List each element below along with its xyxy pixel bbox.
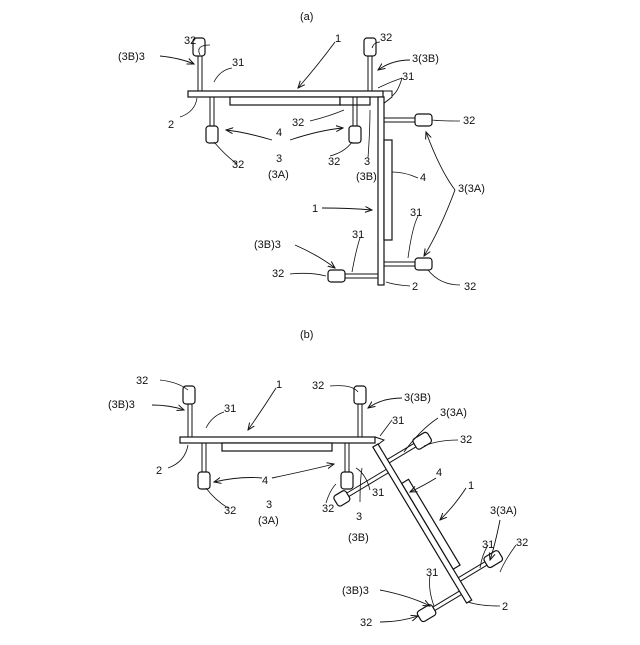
label-31: 31 bbox=[426, 567, 438, 579]
caster-32 bbox=[415, 114, 432, 126]
label-3b-right: 3(3B) bbox=[412, 53, 439, 65]
label-32: 32 bbox=[360, 617, 372, 629]
label-3b-right: 3(3B) bbox=[404, 392, 431, 404]
label-32: 32 bbox=[463, 115, 475, 127]
label-32: 32 bbox=[292, 117, 304, 129]
panel-b: (b) bbox=[108, 329, 528, 634]
label-31: 31 bbox=[392, 415, 404, 427]
base-plate bbox=[180, 437, 375, 443]
label-1: 1 bbox=[335, 33, 341, 45]
label-2: 2 bbox=[412, 281, 418, 293]
label-3: 3 bbox=[276, 153, 282, 165]
panel-member-4-end bbox=[340, 97, 370, 105]
label-3a: (3A) bbox=[258, 515, 279, 527]
caster-32 bbox=[354, 386, 366, 404]
label-3: 3 bbox=[356, 511, 362, 523]
label-32: 32 bbox=[516, 537, 528, 549]
label-32: 32 bbox=[224, 505, 236, 517]
label-3: 3 bbox=[364, 156, 370, 168]
label-32: 32 bbox=[232, 159, 244, 171]
panel-member-4-angled bbox=[402, 479, 460, 569]
label-3: 3 bbox=[266, 499, 272, 511]
panel-member-4-vertical bbox=[384, 140, 392, 240]
label-3b-left: (3B)3 bbox=[118, 51, 145, 63]
label-1: 1 bbox=[312, 203, 318, 215]
panel-b-caption: (b) bbox=[300, 329, 313, 341]
panel-b-horizontal-unit bbox=[180, 386, 384, 489]
label-31: 31 bbox=[232, 57, 244, 69]
base-plate bbox=[188, 91, 383, 97]
label-3a-right: 3(3A) bbox=[458, 183, 485, 195]
label-3b: (3B) bbox=[348, 532, 369, 544]
label-1: 1 bbox=[276, 379, 282, 391]
label-3b-bottom: (3B)3 bbox=[342, 585, 369, 597]
panel-member-4 bbox=[222, 443, 332, 451]
label-31: 31 bbox=[352, 229, 364, 241]
caster-32 bbox=[415, 258, 432, 270]
caster-32 bbox=[198, 472, 210, 489]
label-32: 32 bbox=[322, 503, 334, 515]
label-32: 32 bbox=[184, 35, 196, 47]
caster-32 bbox=[183, 386, 195, 404]
label-31: 31 bbox=[482, 539, 494, 551]
label-32: 32 bbox=[380, 32, 392, 44]
panel-a-vertical-unit bbox=[328, 97, 432, 285]
label-2: 2 bbox=[156, 465, 162, 477]
label-32: 32 bbox=[136, 375, 148, 387]
label-3a-upper: 3(3A) bbox=[440, 407, 467, 419]
label-4: 4 bbox=[276, 127, 282, 139]
caster-32 bbox=[206, 126, 218, 143]
label-4: 4 bbox=[262, 475, 268, 487]
label-32: 32 bbox=[328, 156, 340, 168]
panel-b-angled-unit bbox=[321, 419, 512, 634]
label-32: 32 bbox=[312, 380, 324, 392]
label-31: 31 bbox=[372, 487, 384, 499]
label-3b-bottom: (3B)3 bbox=[254, 239, 281, 251]
label-2: 2 bbox=[168, 119, 174, 131]
label-31: 31 bbox=[224, 403, 236, 415]
panel-a-caption: (a) bbox=[300, 11, 313, 23]
label-32: 32 bbox=[460, 434, 472, 446]
panel-member-4 bbox=[230, 97, 340, 105]
label-32: 32 bbox=[464, 281, 476, 293]
label-2: 2 bbox=[502, 601, 508, 613]
caster-32 bbox=[349, 126, 361, 143]
label-4: 4 bbox=[420, 172, 426, 184]
caster-32 bbox=[341, 472, 353, 489]
label-1: 1 bbox=[468, 480, 474, 492]
base-plate-vertical bbox=[378, 97, 384, 285]
label-31: 31 bbox=[410, 207, 422, 219]
label-32: 32 bbox=[272, 268, 284, 280]
label-3b: (3B) bbox=[356, 171, 377, 183]
label-4: 4 bbox=[436, 467, 442, 479]
caster-32 bbox=[328, 270, 345, 282]
label-3a-right: 3(3A) bbox=[490, 505, 517, 517]
label-3a: (3A) bbox=[268, 169, 289, 181]
panel-a: (a) bbox=[118, 11, 485, 293]
label-3b-left: (3B)3 bbox=[108, 399, 135, 411]
base-plate-angled bbox=[373, 444, 472, 603]
caster-32 bbox=[364, 38, 376, 56]
panel-a-horizontal-unit bbox=[188, 38, 392, 143]
label-31: 31 bbox=[402, 71, 414, 83]
